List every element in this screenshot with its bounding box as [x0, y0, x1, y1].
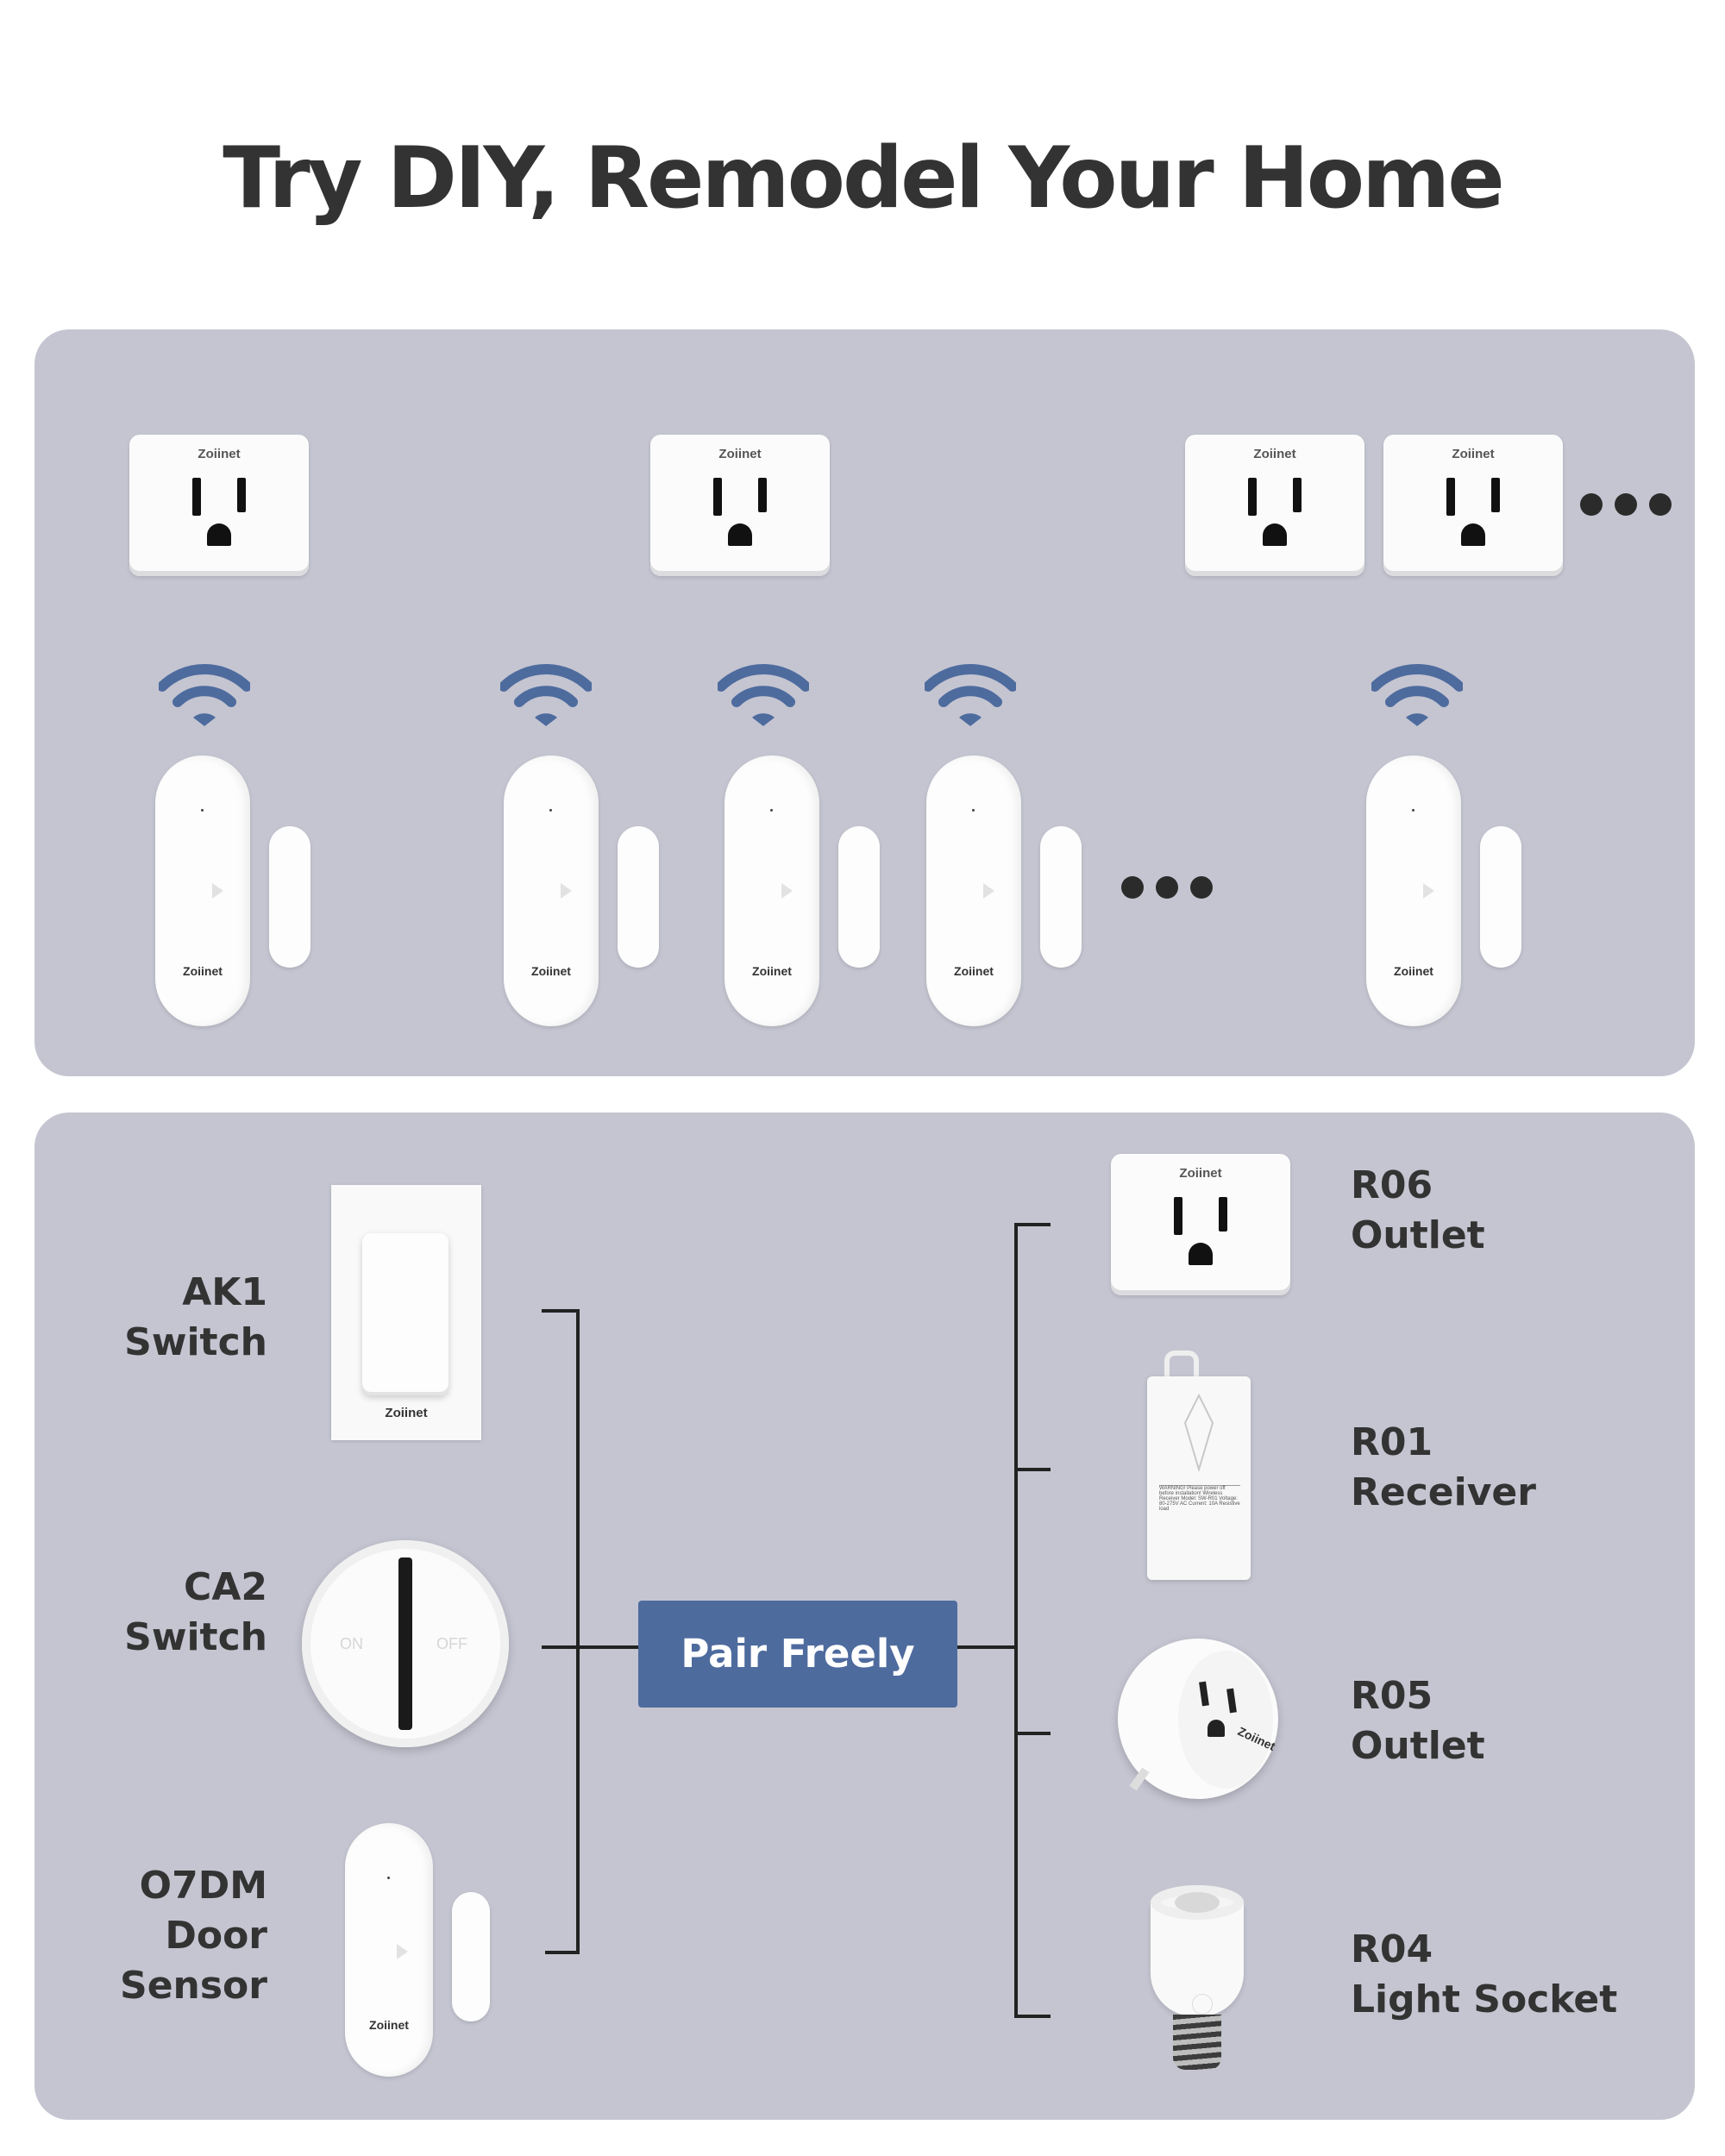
outlet: Zoiinet: [650, 435, 830, 576]
brand-label: Zoiinet: [198, 447, 241, 461]
brand-label: Zoiinet: [1452, 447, 1495, 461]
r01-receiver: WARNING! Please power off before install…: [1147, 1351, 1251, 1580]
o7dm-door-sensor: Zoiinet: [345, 1823, 497, 2077]
pair-freely-badge: Pair Freely: [638, 1601, 957, 1708]
brand-label: Zoiinet: [718, 447, 762, 461]
wifi-icon: [925, 663, 1016, 726]
more-dots-icon: [1580, 493, 1684, 520]
outlet: Zoiinet: [1383, 435, 1563, 576]
door-sensor: Zoiinet: [926, 755, 1087, 1026]
door-sensor: Zoiinet: [1366, 755, 1527, 1026]
outlet: Zoiinet: [1185, 435, 1364, 576]
page-title: Try DIY, Remodel Your Home: [223, 129, 1504, 228]
more-dots-icon: [1121, 876, 1225, 903]
outlet: Zoiinet: [129, 435, 309, 576]
brand-label: Zoiinet: [385, 1406, 428, 1420]
brand-label: Zoiinet: [183, 964, 223, 978]
wifi-icon: [159, 663, 250, 726]
brand-label: Zoiinet: [1179, 1166, 1222, 1181]
brand-label: Zoiinet: [954, 964, 994, 978]
ca2-switch: ON OFF: [302, 1540, 509, 1747]
diamond-icon: [1183, 1394, 1214, 1471]
brand-label: Zoiinet: [1394, 964, 1433, 978]
brand-label: Zoiinet: [531, 964, 571, 978]
r05-outlet: Zoiinet: [1118, 1639, 1287, 1808]
wifi-icon: [718, 663, 809, 726]
wifi-icon: [1371, 663, 1463, 726]
door-sensor: Zoiinet: [724, 755, 885, 1026]
door-sensor: Zoiinet: [504, 755, 664, 1026]
ak1-switch: Zoiinet: [331, 1185, 481, 1440]
r04-light-socket: [1144, 1885, 1251, 2078]
wifi-icon: [500, 663, 592, 726]
brand-label: Zoiinet: [752, 964, 792, 978]
r06-outlet: Zoiinet: [1111, 1154, 1290, 1295]
door-sensor: Zoiinet: [155, 755, 316, 1026]
brand-label: Zoiinet: [1253, 447, 1296, 461]
brand-label: Zoiinet: [369, 2018, 409, 2032]
